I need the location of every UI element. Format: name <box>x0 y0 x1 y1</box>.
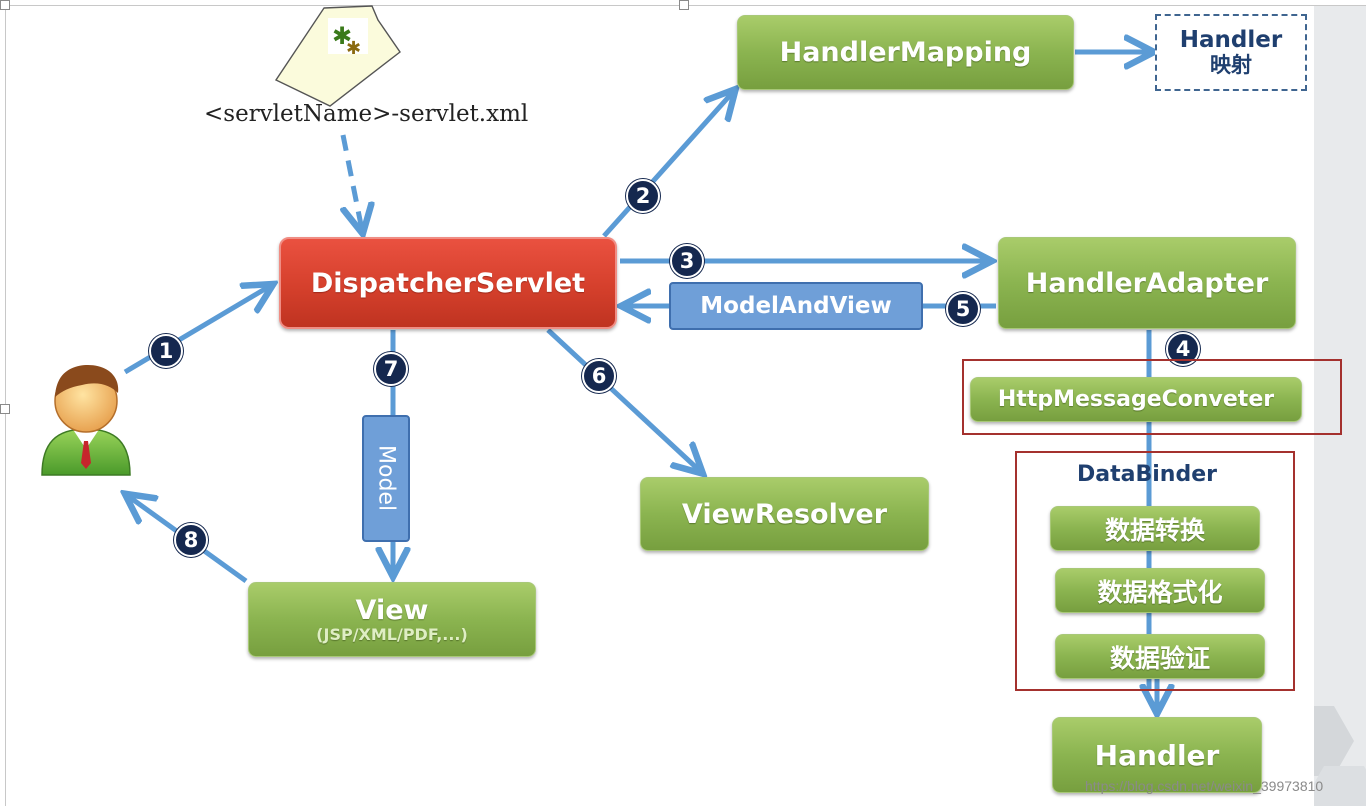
http-message-converter-box: HttpMessageConveter <box>970 377 1302 422</box>
model-box: Model <box>362 415 410 542</box>
data-validation-box: 数据验证 <box>1055 634 1265 679</box>
arrow-config-to-dispatcher <box>343 134 362 230</box>
view-types-label: (JSP/XML/PDF,...) <box>316 624 468 644</box>
handler-box: Handler <box>1052 717 1262 793</box>
svg-text:✱: ✱ <box>332 22 352 50</box>
step-8-badge: 8 <box>174 523 208 557</box>
xml-file-icon: ✱ ✱ <box>274 5 401 107</box>
handler-mapping-box: HandlerMapping <box>737 15 1074 90</box>
svg-text:✱: ✱ <box>346 38 361 59</box>
view-resolver-box: ViewResolver <box>640 477 929 551</box>
view-label: View <box>355 594 429 626</box>
user-icon <box>41 365 131 476</box>
step-3-badge: 3 <box>670 244 704 278</box>
model-and-view-box: ModelAndView <box>669 282 923 330</box>
step-6-badge: 6 <box>582 359 616 393</box>
config-file-label: <servletName>-servlet.xml <box>204 101 529 127</box>
handler-mapping-result-box: Handler 映射 <box>1155 14 1307 91</box>
handler-adapter-box: HandlerAdapter <box>998 237 1296 329</box>
resize-handle-left[interactable] <box>0 404 10 414</box>
step-5-badge: 5 <box>946 292 980 326</box>
handler-mapping-result-line1: Handler <box>1179 27 1283 54</box>
step-1-badge: 1 <box>149 334 183 368</box>
arrow-dispatcher-to-handlermapping <box>602 92 733 238</box>
resize-handle-top-left[interactable] <box>0 0 10 10</box>
hexagon-decoration <box>1314 706 1366 806</box>
resize-handle-top[interactable] <box>679 0 689 10</box>
step-7-badge: 7 <box>374 352 408 386</box>
arrow-dispatcher-to-viewresolver <box>546 328 700 471</box>
arrow-user-to-dispatcher <box>123 286 270 375</box>
data-conversion-box: 数据转换 <box>1050 506 1260 551</box>
handler-mapping-result-line2: 映射 <box>1210 52 1252 77</box>
data-binder-highlight <box>1015 451 1295 691</box>
model-label: Model <box>373 445 399 512</box>
dispatcher-servlet-box: DispatcherServlet <box>279 237 617 329</box>
source-watermark: https://blog.csdn.net/weixin_39973810 <box>1085 778 1324 794</box>
view-box: View (JSP/XML/PDF,...) <box>248 582 536 657</box>
step-2-badge: 2 <box>626 179 660 213</box>
data-binder-title: DataBinder <box>1077 462 1217 487</box>
data-formatting-box: 数据格式化 <box>1055 568 1265 613</box>
http-message-converter-highlight <box>962 359 1342 435</box>
